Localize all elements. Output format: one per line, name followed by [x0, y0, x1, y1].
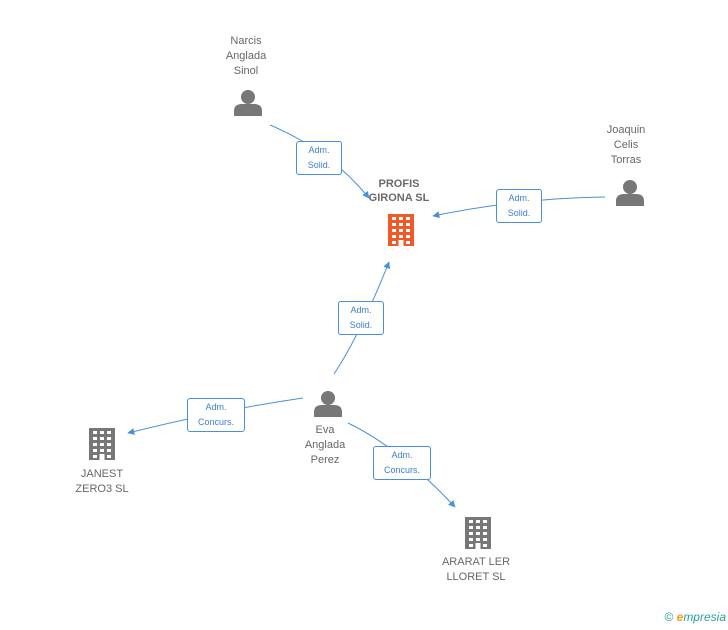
node-label-eva[interactable]: Eva Anglada Perez	[304, 424, 346, 466]
building-icon-profis[interactable]	[388, 214, 414, 246]
edge-label-joaquin-to-profis[interactable]: Adm. Solid.	[496, 189, 542, 223]
edge-label-narcis-to-profis[interactable]: Adm. Solid.	[296, 141, 342, 175]
person-icon-eva[interactable]	[314, 391, 342, 417]
building-icon-janest[interactable]	[89, 428, 115, 460]
person-icon-joaquin[interactable]	[616, 180, 644, 206]
brand-name: mpresia	[683, 610, 726, 624]
edge-label-eva-to-profis[interactable]: Adm. Solid.	[338, 301, 384, 335]
node-label-profis[interactable]: PROFIS GIRONA SL	[368, 178, 430, 204]
edge-label-eva-to-ararat[interactable]: Adm. Concurs.	[373, 446, 431, 480]
building-icon-ararat[interactable]	[465, 517, 491, 549]
brand-logo-e: e	[676, 610, 684, 624]
node-label-ararat[interactable]: ARARAT LER LLORET SL	[441, 556, 511, 583]
node-label-joaquin[interactable]: Joaquin Celis Torras	[606, 124, 646, 166]
node-label-janest[interactable]: JANEST ZERO3 SL	[75, 468, 129, 495]
copyright-icon: ©	[664, 610, 674, 624]
node-label-narcis[interactable]: Narcis Anglada Sinol	[225, 35, 267, 77]
person-icon-narcis[interactable]	[234, 90, 262, 116]
brand-footer: © empresia	[664, 610, 726, 624]
edge-label-eva-to-janest[interactable]: Adm. Concurs.	[187, 398, 245, 432]
